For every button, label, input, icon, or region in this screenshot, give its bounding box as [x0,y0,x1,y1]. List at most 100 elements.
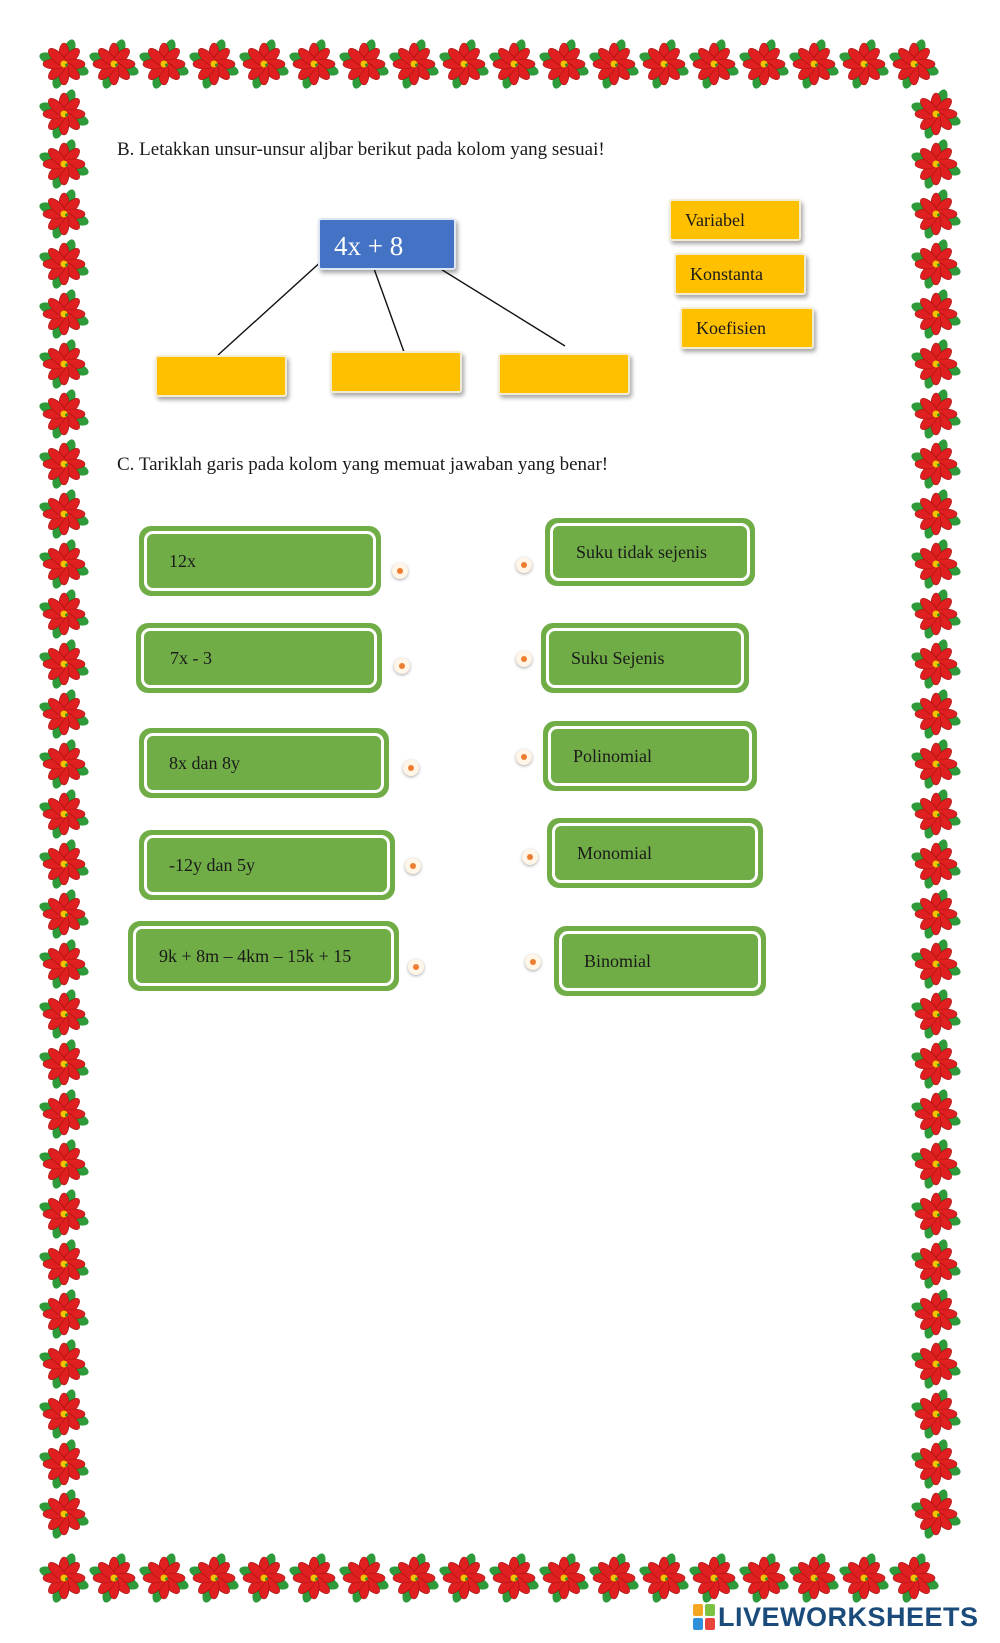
poinsettia-flower-icon [788,38,840,90]
poinsettia-flower-icon [288,1552,340,1604]
poinsettia-flower-icon [910,938,962,990]
poinsettia-flower-icon [38,1488,90,1540]
left-item-box: 8x dan 8y [139,728,389,798]
poinsettia-flower-icon [138,1552,190,1604]
poinsettia-flower-icon [88,38,140,90]
drop-slot-2[interactable] [330,351,462,393]
left-item-label: 12x [144,531,376,591]
poinsettia-flower-icon [38,1188,90,1240]
poinsettia-flower-icon [910,688,962,740]
poinsettia-flower-icon [488,38,540,90]
right-item-label: Suku Sejenis [546,628,744,688]
right-connect-dot[interactable] [516,651,532,667]
poinsettia-flower-icon [38,1138,90,1190]
poinsettia-flower-icon [910,1388,962,1440]
border-bottom [38,1552,964,1604]
instruction-b: B. Letakkan unsur-unsur aljbar berikut p… [117,139,605,160]
poinsettia-flower-icon [38,488,90,540]
left-connect-dot[interactable] [403,760,419,776]
poinsettia-flower-icon [238,1552,290,1604]
poinsettia-flower-icon [910,1338,962,1390]
poinsettia-flower-icon [38,438,90,490]
poinsettia-flower-icon [38,338,90,390]
left-item-label: 9k + 8m – 4km – 15k + 15 [133,926,394,986]
poinsettia-flower-icon [910,1288,962,1340]
poinsettia-flower-icon [888,38,940,90]
drop-slot-3[interactable] [498,353,630,395]
poinsettia-flower-icon [910,538,962,590]
right-connect-dot[interactable] [522,849,538,865]
poinsettia-flower-icon [838,38,890,90]
poinsettia-flower-icon [910,838,962,890]
poinsettia-flower-icon [38,1338,90,1390]
poinsettia-flower-icon [38,738,90,790]
expression-box: 4x + 8 [318,218,456,270]
left-item-box: 7x - 3 [136,623,382,693]
left-item-box: -12y dan 5y [139,830,395,900]
drop-slot-1[interactable] [155,355,287,397]
poinsettia-flower-icon [38,638,90,690]
left-connect-dot[interactable] [394,658,410,674]
term-chip-variabel[interactable]: Variabel [669,199,801,241]
liveworksheets-logo-icon [693,1604,715,1630]
right-item-label: Binomial [559,931,761,991]
right-item-label: Polinomial [548,726,752,786]
poinsettia-flower-icon [538,38,590,90]
right-item-box: Polinomial [543,721,757,791]
poinsettia-flower-icon [910,238,962,290]
poinsettia-flower-icon [638,1552,690,1604]
poinsettia-flower-icon [910,988,962,1040]
term-chip-konstanta[interactable]: Konstanta [674,253,806,295]
poinsettia-flower-icon [38,88,90,140]
poinsettia-flower-icon [910,1188,962,1240]
logo-text: LIVEWORKSHEETS [718,1601,979,1632]
poinsettia-flower-icon [38,1438,90,1490]
liveworksheets-logo[interactable]: LIVEWORKSHEETS [693,1600,979,1634]
poinsettia-flower-icon [338,1552,390,1604]
left-item-label: -12y dan 5y [144,835,390,895]
poinsettia-flower-icon [138,38,190,90]
left-connect-dot[interactable] [392,563,408,579]
poinsettia-flower-icon [88,1552,140,1604]
poinsettia-flower-icon [910,588,962,640]
poinsettia-flower-icon [38,938,90,990]
poinsettia-flower-icon [38,688,90,740]
right-connect-dot[interactable] [516,557,532,573]
poinsettia-flower-icon [38,838,90,890]
poinsettia-flower-icon [38,888,90,940]
right-item-label: Suku tidak sejenis [550,523,750,581]
poinsettia-flower-icon [910,638,962,690]
poinsettia-flower-icon [38,1552,90,1604]
right-connect-dot[interactable] [516,749,532,765]
poinsettia-flower-icon [38,1088,90,1140]
poinsettia-flower-icon [238,38,290,90]
left-item-box: 9k + 8m – 4km – 15k + 15 [128,921,399,991]
poinsettia-flower-icon [910,438,962,490]
poinsettia-flower-icon [910,1488,962,1540]
poinsettia-flower-icon [688,1552,740,1604]
left-item-box: 12x [139,526,381,596]
right-item-label: Monomial [552,823,758,883]
poinsettia-flower-icon [838,1552,890,1604]
poinsettia-flower-icon [738,38,790,90]
left-item-label: 7x - 3 [141,628,377,688]
poinsettia-flower-icon [738,1552,790,1604]
poinsettia-flower-icon [910,738,962,790]
poinsettia-flower-icon [788,1552,840,1604]
poinsettia-flower-icon [910,388,962,440]
right-item-box: Suku Sejenis [541,623,749,693]
poinsettia-flower-icon [910,488,962,540]
poinsettia-flower-icon [188,38,240,90]
poinsettia-flower-icon [38,1038,90,1090]
right-connect-dot[interactable] [525,954,541,970]
poinsettia-flower-icon [338,38,390,90]
poinsettia-flower-icon [688,38,740,90]
term-chip-koefisien[interactable]: Koefisien [680,307,814,349]
poinsettia-flower-icon [38,388,90,440]
left-connect-dot[interactable] [405,858,421,874]
poinsettia-flower-icon [38,238,90,290]
poinsettia-flower-icon [888,1552,940,1604]
poinsettia-flower-icon [538,1552,590,1604]
poinsettia-flower-icon [38,288,90,340]
left-connect-dot[interactable] [408,959,424,975]
